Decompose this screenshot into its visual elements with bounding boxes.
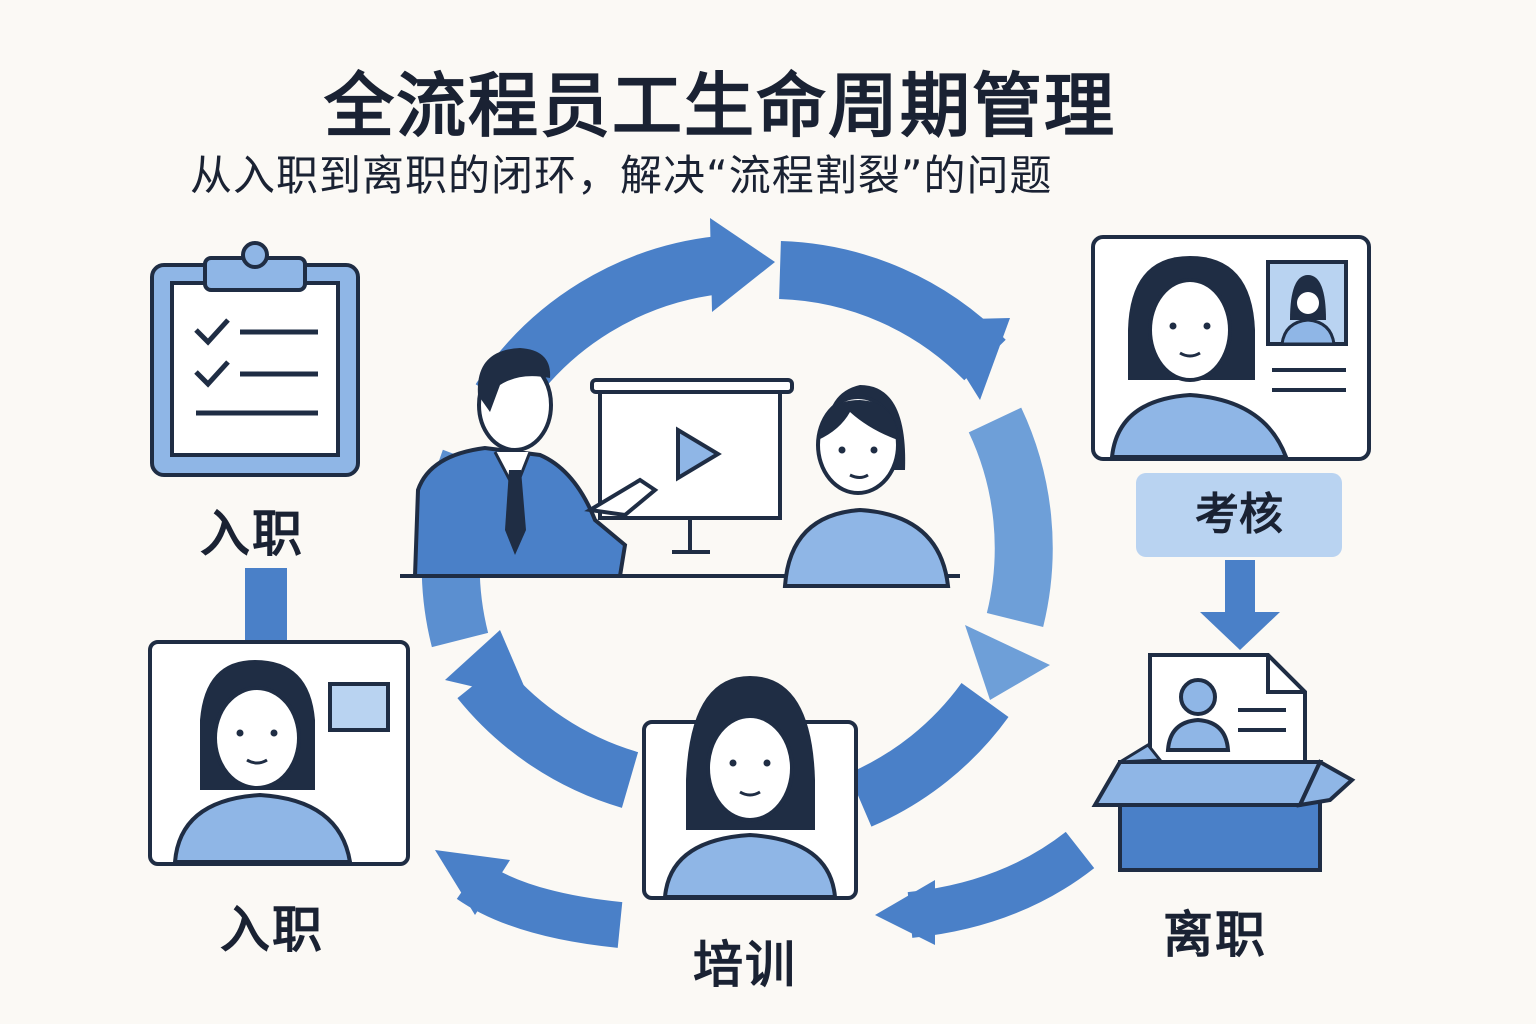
stage-label-onboarding-bottom: 入职: [220, 901, 324, 959]
presentation-training-icon: [400, 348, 960, 588]
stage-label-training: 培训: [693, 936, 797, 994]
page-title: 全流程员工生命周期管理: [324, 65, 1116, 147]
trainee-portrait-icon: [642, 676, 858, 900]
clipboard-checklist-icon: [150, 241, 360, 477]
page-subtitle: 从入职到离职的闭环，解决“流程割裂”的问题: [190, 151, 1053, 200]
stage-label-onboarding-top: 入职: [200, 505, 304, 563]
return-arrow-left: [435, 850, 623, 948]
return-arrow-right: [875, 831, 1095, 945]
box-document-icon: [1091, 653, 1356, 872]
employee-id-card-icon: [148, 640, 410, 866]
down-arrow-icon: [1200, 560, 1280, 650]
profile-card-icon: [1091, 235, 1371, 461]
connector-bar: [245, 568, 287, 644]
stage-badge-evaluation: 考核: [1136, 473, 1342, 557]
stage-label-offboarding: 离职: [1163, 906, 1267, 964]
